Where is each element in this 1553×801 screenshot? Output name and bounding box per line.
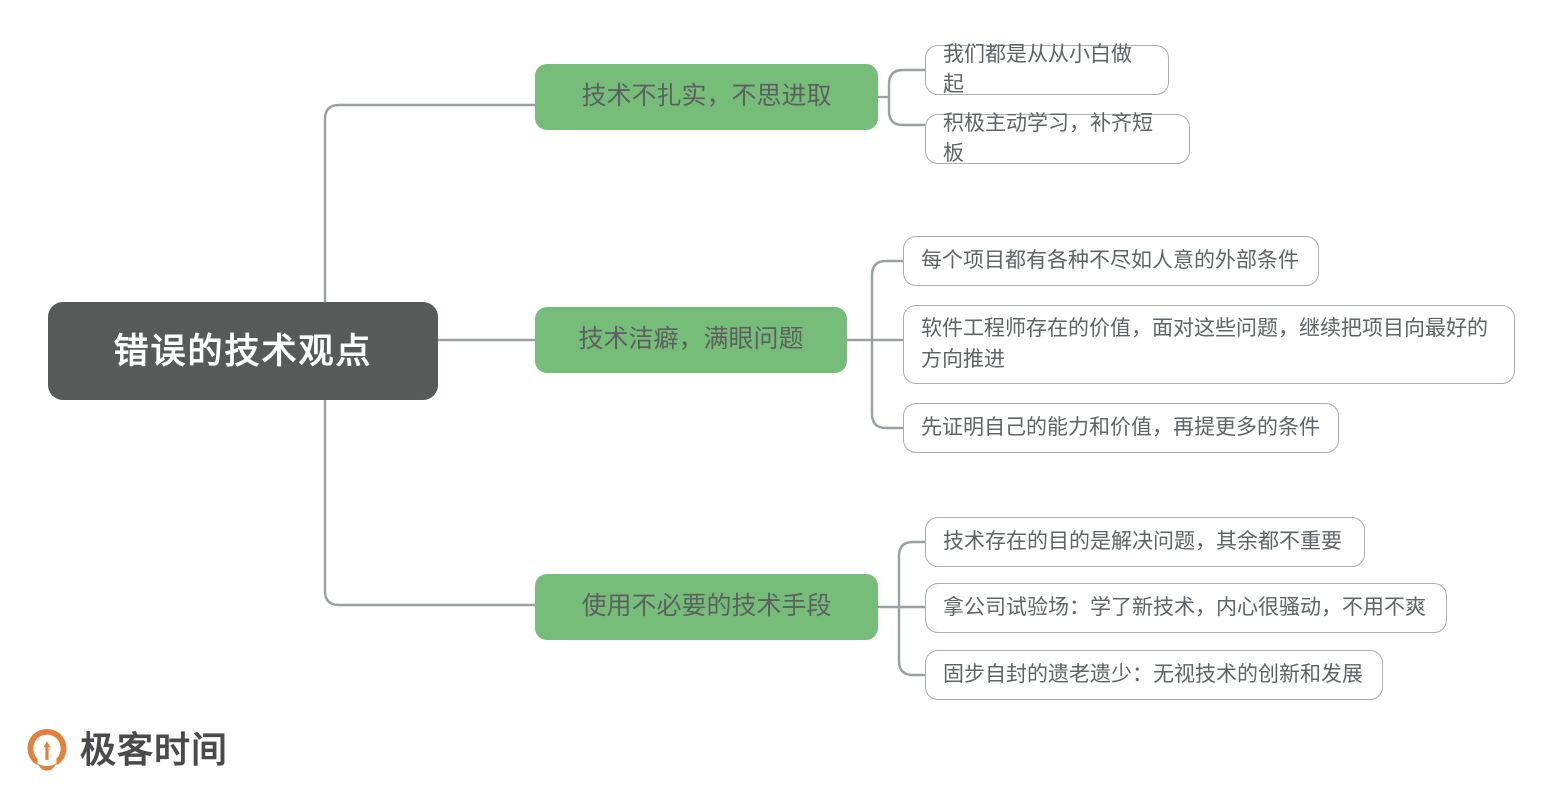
leaf-node[interactable]: 固步自封的遗老遗少：无视技术的创新和发展 <box>925 650 1383 700</box>
geek-time-logo-mark <box>27 729 67 771</box>
connector-branch-1-child-2 <box>887 97 925 127</box>
root-node-label: 错误的技术观点 <box>113 331 373 371</box>
geek-time-logo: 极客时间 <box>24 727 228 773</box>
connector-branch-3-child-3 <box>897 607 925 677</box>
branch-node-1[interactable]: 技术不扎实，不思进取 <box>535 64 878 130</box>
branch-node-2-label: 技术洁癖，满眼问题 <box>578 325 804 354</box>
leaf-node-label: 先证明自己的能力和价值，再提更多的条件 <box>921 415 1320 439</box>
leaf-node-label: 技术存在的目的是解决问题，其余都不重要 <box>943 529 1342 553</box>
leaf-node-label: 拿公司试验场：学了新技术，内心很骚动，不用不爽 <box>943 595 1426 619</box>
connector-branch-1-child-1 <box>887 68 925 97</box>
leaf-node-label: 每个项目都有各种不尽如人意的外部条件 <box>921 248 1299 272</box>
geek-time-logo-text: 极客时间 <box>80 729 229 770</box>
leaf-node-label: 固步自封的遗老遗少：无视技术的创新和发展 <box>943 662 1363 686</box>
leaf-node[interactable]: 技术存在的目的是解决问题，其余都不重要 <box>925 517 1365 567</box>
branch-node-1-label: 技术不扎实，不思进取 <box>581 82 832 111</box>
leaf-node[interactable]: 每个项目都有各种不尽如人意的外部条件 <box>903 236 1319 286</box>
branch-node-2[interactable]: 技术洁癖，满眼问题 <box>535 307 847 373</box>
leaf-node-label: 积极主动学习，补齐短板 <box>943 111 1153 165</box>
root-node[interactable]: 错误的技术观点 <box>48 302 438 400</box>
leaf-node-label: 我们都是从从小白做起 <box>943 42 1132 96</box>
branch-node-3-label: 使用不必要的技术手段 <box>581 592 832 621</box>
leaf-node[interactable]: 先证明自己的能力和价值，再提更多的条件 <box>903 403 1339 453</box>
leaf-node[interactable]: 我们都是从从小白做起 <box>925 43 1169 96</box>
leaf-node[interactable]: 拿公司试验场：学了新技术，内心很骚动，不用不爽 <box>925 583 1447 633</box>
connector-branch-3-child-1 <box>897 540 925 607</box>
leaf-node[interactable]: 软件工程师存在的价值，面对这些问题，继续把项目向最好的方向推进 <box>903 305 1515 384</box>
branch-node-3[interactable]: 使用不必要的技术手段 <box>535 574 878 640</box>
connector-branch-2-child-1 <box>870 259 903 340</box>
leaf-node[interactable]: 积极主动学习，补齐短板 <box>925 112 1190 165</box>
connector-branch-2-child-3 <box>870 340 903 430</box>
leaf-node-label: 软件工程师存在的价值，面对这些问题，继续把项目向最好的方向推进 <box>921 317 1488 371</box>
